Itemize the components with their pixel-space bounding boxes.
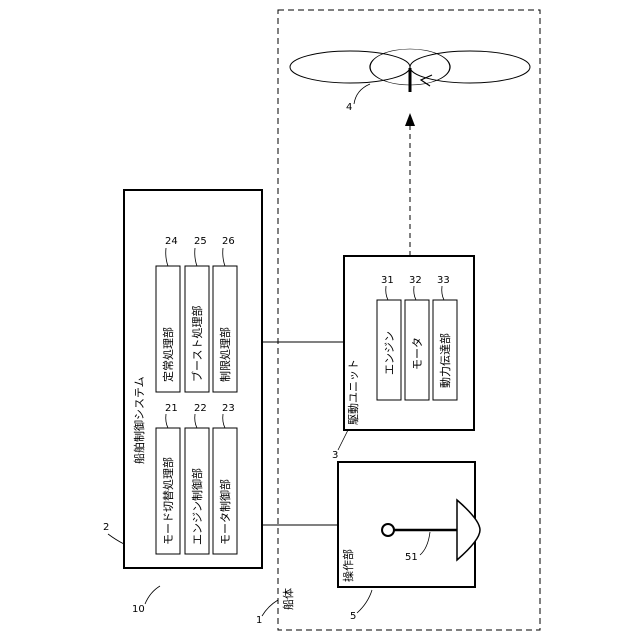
operation-unit-box	[338, 462, 475, 587]
ref-33: 33	[437, 275, 450, 286]
ref-4-leader	[354, 84, 370, 104]
ref-3-leader	[338, 430, 348, 450]
engine-label: エンジン	[383, 331, 396, 375]
ref-1-leader	[262, 600, 278, 616]
boost-process-label: ブースト処理部	[190, 306, 204, 382]
ref-26: 26	[222, 236, 235, 247]
ref-31: 31	[381, 275, 394, 286]
mode-switch-label: モード切替処理部	[161, 457, 175, 545]
ref-51: 51	[405, 552, 418, 563]
motor-control-label: モータ制御部	[218, 479, 232, 545]
ref-24: 24	[165, 236, 178, 247]
lever-knob	[382, 524, 394, 536]
drive-to-propeller-arrowhead	[405, 113, 415, 126]
engine-control-label: エンジン制御部	[190, 468, 204, 545]
control-system-label: 船舶制御システム	[132, 376, 146, 464]
ref-3: 3	[332, 450, 338, 461]
propeller	[290, 49, 530, 92]
ref-2-leader	[108, 534, 124, 544]
propeller-blade-right	[410, 51, 530, 83]
propeller-blade-left	[290, 51, 410, 83]
ref-4: 4	[346, 102, 352, 113]
ref-2: 2	[103, 522, 109, 533]
ref-10-leader	[145, 586, 160, 604]
steady-process-label: 定常処理部	[161, 327, 175, 382]
ref-21: 21	[165, 403, 178, 414]
ref-1: 1	[256, 615, 262, 626]
drive-unit-label: 駆動ユニット	[346, 359, 360, 425]
power-transmission-label: 動力伝達部	[438, 333, 452, 388]
ref-5-leader	[357, 590, 372, 613]
limit-process-label: 制限処理部	[218, 327, 232, 382]
motor-label: モータ	[411, 337, 424, 370]
operation-unit-label: 操作部	[341, 549, 355, 582]
ref-5: 5	[350, 611, 356, 622]
ref-32: 32	[409, 275, 422, 286]
ref-23: 23	[222, 403, 235, 414]
ref-10: 10	[132, 604, 145, 615]
ref-25: 25	[194, 236, 207, 247]
ref-22: 22	[194, 403, 207, 414]
hull-label: 船体	[281, 588, 295, 610]
